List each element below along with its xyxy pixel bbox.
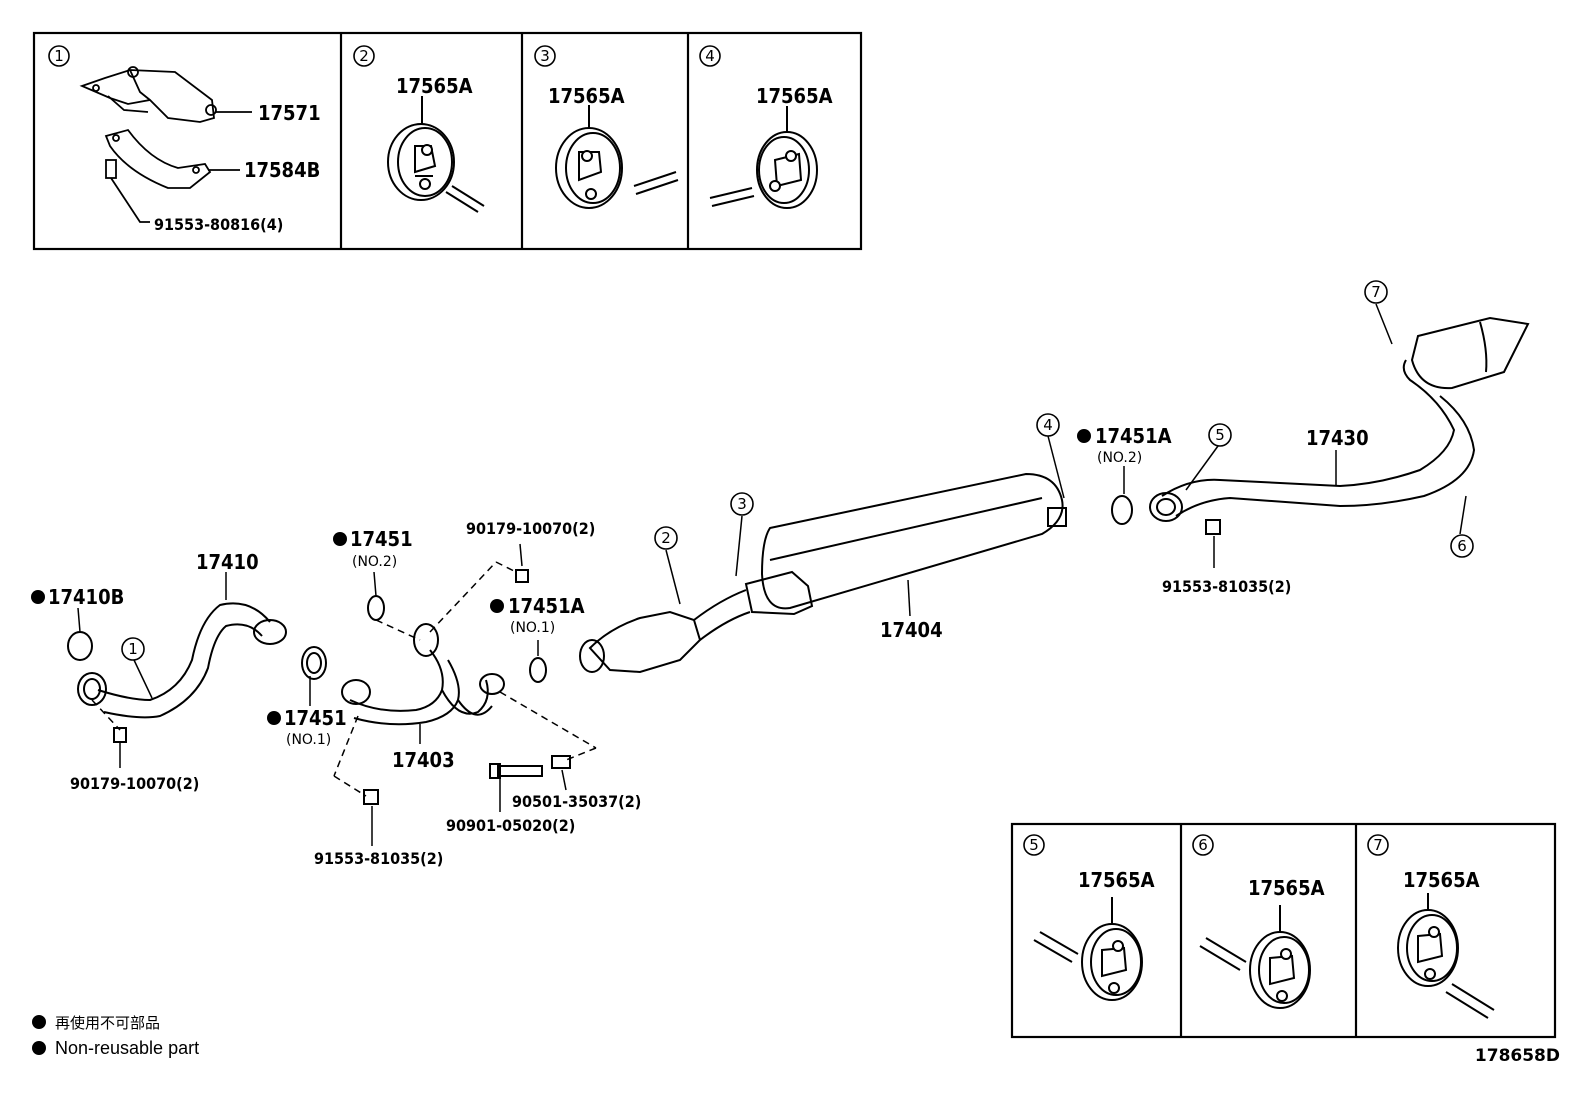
- label-91553-81035-b: 91553-81035(2): [1162, 577, 1291, 596]
- box-no-2: 2: [359, 47, 369, 65]
- label-17410: 17410: [196, 550, 259, 574]
- leader-lines: [77, 303, 1467, 846]
- callout-7: 7: [1371, 283, 1381, 301]
- box-no-1: 1: [54, 47, 64, 65]
- label-box7-17565A: 17565A: [1403, 868, 1480, 892]
- bullet-icon: [32, 1015, 46, 1029]
- label-91553-81035-a: 91553-81035(2): [314, 849, 443, 868]
- callout-4: 4: [1043, 416, 1053, 434]
- label-90179-10070-a: 90179-10070(2): [70, 774, 199, 793]
- callout-3: 3: [737, 495, 747, 513]
- legend-cn: 再使用不可部品: [32, 1012, 160, 1033]
- box-no-3: 3: [540, 47, 550, 65]
- dashed-guides: [91, 561, 597, 797]
- bullet-icon: [32, 1041, 46, 1055]
- label-90901-05020: 90901-05020(2): [446, 816, 575, 835]
- label-17451-no1-sub: (NO.1): [286, 732, 331, 748]
- legend-en: Non-reusable part: [32, 1038, 199, 1059]
- label-box6-17565A: 17565A: [1248, 876, 1325, 900]
- isolator-illustrations: [387, 96, 1495, 1019]
- callout-5: 5: [1215, 426, 1225, 444]
- label-box4-17565A: 17565A: [756, 84, 833, 108]
- label-17451-no2-sub: (NO.2): [352, 554, 397, 570]
- callout-1: 1: [128, 640, 138, 658]
- label-17584B: 17584B: [244, 158, 320, 182]
- label-box3-17565A: 17565A: [548, 84, 625, 108]
- box-no-5: 5: [1029, 836, 1039, 854]
- label-17451A-no2: 17451A: [1095, 424, 1172, 448]
- label-17451A-no2-sub: (NO.2): [1097, 450, 1142, 466]
- label-91553-80816: 91553-80816(4): [154, 215, 283, 234]
- label-17451-no1: 17451: [284, 706, 347, 730]
- top-box-frame: [32, 31, 863, 251]
- label-17571: 17571: [258, 101, 321, 125]
- callout-6: 6: [1457, 537, 1467, 555]
- label-17410B: 17410B: [48, 585, 124, 609]
- callout-2: 2: [661, 529, 671, 547]
- bottom-box-frame: [1010, 822, 1557, 1039]
- box-no-7: 7: [1373, 836, 1383, 854]
- bracket-clamp-illustration: [79, 66, 252, 223]
- label-17403: 17403: [392, 748, 455, 772]
- label-17404: 17404: [880, 618, 943, 642]
- exhaust-system-illustration: [67, 316, 1530, 805]
- label-90179-10070-b: 90179-10070(2): [466, 519, 595, 538]
- label-box5-17565A: 17565A: [1078, 868, 1155, 892]
- label-17451-no2: 17451: [350, 527, 413, 551]
- label-17430: 17430: [1306, 426, 1369, 450]
- box-no-4: 4: [705, 47, 715, 65]
- non-reusable-markers: [31, 429, 1091, 725]
- box-no-6: 6: [1198, 836, 1208, 854]
- label-90501-35037: 90501-35037(2): [512, 792, 641, 811]
- label-box2-17565A: 17565A: [396, 74, 473, 98]
- drawing-code: 178658D: [1474, 1046, 1560, 1066]
- label-17451A-no1-sub: (NO.1): [510, 620, 555, 636]
- legend-cn-text: 再使用不可部品: [55, 1014, 161, 1032]
- label-17451A-no1: 17451A: [508, 594, 585, 618]
- legend-en-text: Non-reusable part: [55, 1038, 200, 1058]
